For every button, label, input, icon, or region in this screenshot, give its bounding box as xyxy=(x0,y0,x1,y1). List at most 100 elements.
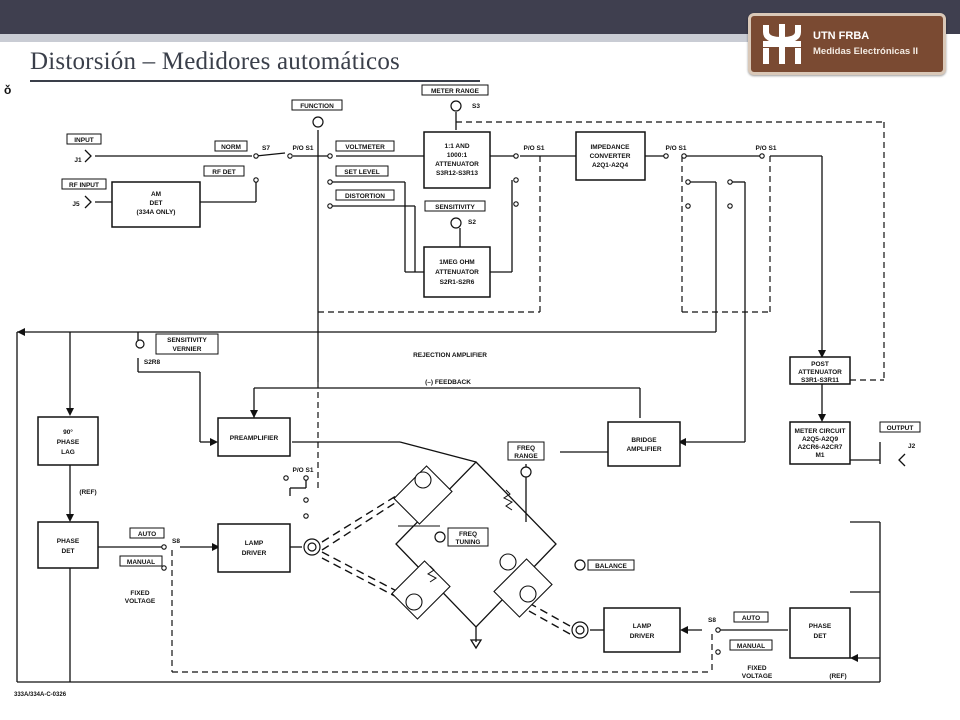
phase-det-left-line1: PHASE xyxy=(57,538,80,545)
preamplifier-label: PREAMPLIFIER xyxy=(230,435,279,442)
bridge-resistors xyxy=(398,489,513,583)
meter-circuit-line1: METER CIRCUIT xyxy=(795,428,846,435)
s7-label: S7 xyxy=(262,145,270,152)
rf-input-tag: RF INPUT xyxy=(69,182,99,189)
attenuator-line2: 1000:1 xyxy=(447,152,468,159)
balance-tag: BALANCE xyxy=(595,563,627,570)
po-s1-label-2: P/O S1 xyxy=(524,145,545,152)
po-s1-label-3: P/O S1 xyxy=(666,145,687,152)
bridge-amplifier-line1: BRIDGE xyxy=(631,437,657,444)
fixed-voltage-left-line2: VOLTAGE xyxy=(125,598,156,605)
output-tag: OUTPUT xyxy=(887,425,914,432)
utn-logo-badge: UTN FRBA Medidas Electrónicas II xyxy=(748,13,946,75)
phase-det-left-line2: DET xyxy=(62,548,75,555)
phase-lag-line3: LAG xyxy=(61,449,75,456)
lamp-driver-right-line1: LAMP xyxy=(633,623,652,630)
meter-range-tag: METER RANGE xyxy=(431,88,480,95)
phase-lag-line2: PHASE xyxy=(57,439,80,446)
switch-contacts xyxy=(161,153,765,655)
s8-label-right: S8 xyxy=(708,617,716,624)
rf-det-tag: RF DET xyxy=(212,169,236,176)
auto-tag-right: AUTO xyxy=(742,615,760,622)
voltmeter-tag: VOLTMETER xyxy=(345,144,385,151)
corner-glyph: ǒ xyxy=(4,83,11,97)
signal-lines xyxy=(16,112,906,683)
logo-subtitle: Medidas Electrónicas II xyxy=(813,46,919,57)
fixed-voltage-right-line2: VOLTAGE xyxy=(742,673,773,680)
post-attenuator-line1: POST xyxy=(811,361,829,368)
post-attenuator-line3: S3R1-S3R11 xyxy=(801,377,839,384)
footer-code: 333A/334A-C-0326 xyxy=(14,692,67,698)
sensitivity-tag: SENSITIVITY xyxy=(435,204,475,211)
phase-det-right-line1: PHASE xyxy=(809,623,832,630)
attenuator-line1: 1:1 AND xyxy=(444,143,469,150)
tag-labels: INPUT J1 RF INPUT J5 NORM S7 RF DET FUNC… xyxy=(69,88,916,680)
lamp-driver-left-line1: LAMP xyxy=(245,540,264,547)
post-attenuator-line2: ATTENUATOR xyxy=(798,369,842,376)
lamp-light-paths xyxy=(321,485,571,635)
freq-tuning-line2: TUNING xyxy=(456,539,481,546)
auto-tag-left: AUTO xyxy=(138,531,156,538)
po-s1-label-4: P/O S1 xyxy=(756,145,777,152)
am-det-line3: (334A ONLY) xyxy=(137,209,176,216)
function-tag: FUNCTION xyxy=(300,103,334,110)
s8-label-left: S8 xyxy=(172,538,180,545)
phase-lag-line1: 90° xyxy=(63,428,73,436)
s2r8-label: S2R8 xyxy=(144,359,161,366)
s2-label: S2 xyxy=(468,219,476,226)
meter-circuit-line3: A2CR6-A2CR7 xyxy=(798,444,843,451)
manual-tag-left: MANUAL xyxy=(127,559,155,566)
j1-label: J1 xyxy=(74,157,82,164)
j5-label: J5 xyxy=(72,201,80,208)
attenuator-line3: ATTENUATOR xyxy=(435,161,479,168)
slide-title: Distorsión – Medidores automáticos xyxy=(30,48,400,75)
am-det-line2: DET xyxy=(150,200,163,207)
norm-tag: NORM xyxy=(221,144,241,151)
title-underline xyxy=(30,80,480,82)
impedance-converter-line2: CONVERTER xyxy=(590,153,631,160)
feedback-label: (–) FEEDBACK xyxy=(425,379,471,386)
title-band xyxy=(0,34,760,42)
logo-org: UTN FRBA xyxy=(813,30,870,42)
am-det-line1: AM xyxy=(151,191,161,198)
phase-det-right-line2: DET xyxy=(814,633,827,640)
lamp-driver-right-line2: DRIVER xyxy=(630,633,655,640)
meter-circuit-line2: A2Q5-A2Q9 xyxy=(802,436,839,443)
lamp-driver-left-line2: DRIVER xyxy=(242,550,267,557)
tag-boxes xyxy=(61,84,921,651)
meg-attenuator-line3: S2R1-S2R6 xyxy=(440,279,475,286)
fixed-voltage-right-line1: FIXED xyxy=(747,665,766,672)
po-s1-label-1: P/O S1 xyxy=(293,145,314,152)
blocks xyxy=(37,131,851,659)
sensitivity-vernier-line2: VERNIER xyxy=(173,346,202,353)
distortion-meter-block-diagram: ǒ 333A/334A-C-0326 xyxy=(4,83,921,698)
block-labels: AM DET (334A ONLY) 1:1 AND 1000:1 ATTENU… xyxy=(57,143,846,640)
po-s1-label-5: P/O S1 xyxy=(293,467,314,474)
attenuator-line4: S3R12-S3R13 xyxy=(436,170,478,177)
control-dashed-lines xyxy=(171,121,885,673)
ref-label-right: (REF) xyxy=(829,673,846,680)
freq-tuning-line1: FREQ xyxy=(459,531,477,538)
impedance-converter-line1: IMPEDANCE xyxy=(590,144,630,151)
freq-range-line2: RANGE xyxy=(514,453,538,460)
ref-label-left: (REF) xyxy=(79,489,96,496)
utn-logo-icon xyxy=(763,24,801,64)
lamps xyxy=(303,538,589,639)
manual-tag-right: MANUAL xyxy=(737,643,765,650)
rejection-amplifier-label: REJECTION AMPLIFIER xyxy=(413,352,487,359)
input-tag: INPUT xyxy=(74,137,94,144)
freq-range-line1: FREQ xyxy=(517,445,535,452)
meter-circuit-line4: M1 xyxy=(815,452,824,459)
impedance-converter-line3: A2Q1-A2Q4 xyxy=(592,162,629,169)
distortion-tag: DISTORTION xyxy=(345,193,385,200)
meg-attenuator-line1: 1MEG OHM xyxy=(439,259,474,266)
set-level-tag: SET LEVEL xyxy=(344,169,379,176)
control-knobs xyxy=(135,100,586,571)
bridge-components xyxy=(391,465,553,620)
j2-label: J2 xyxy=(908,443,916,450)
sensitivity-vernier-line1: SENSITIVITY xyxy=(167,337,207,344)
s3-label: S3 xyxy=(472,103,480,110)
meg-attenuator-line2: ATTENUATOR xyxy=(435,269,479,276)
fixed-voltage-left-line1: FIXED xyxy=(130,590,149,597)
bridge-amplifier-line2: AMPLIFIER xyxy=(626,446,661,453)
